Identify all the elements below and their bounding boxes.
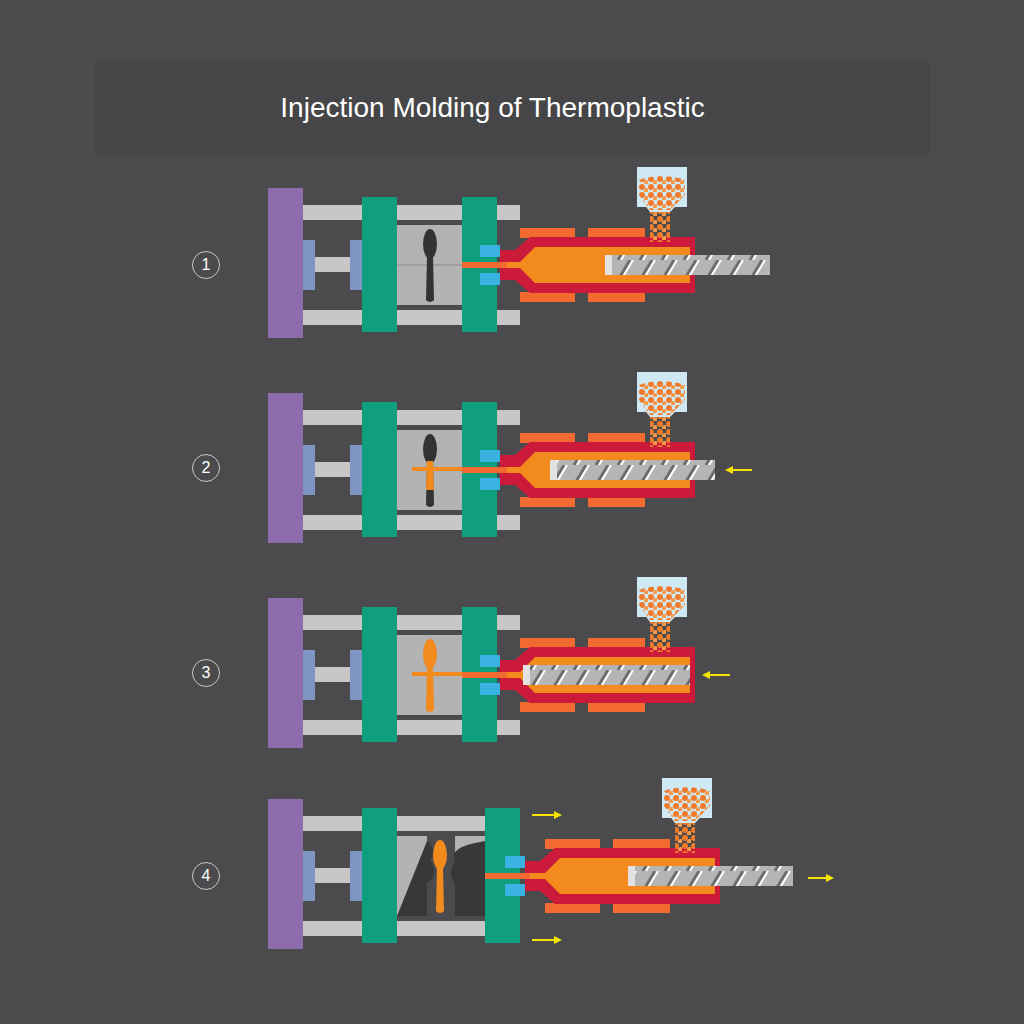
title-box: Injection Molding of Thermoplastic (95, 60, 930, 155)
callout-number: 3 (202, 664, 211, 682)
step-circle: 4 (192, 862, 220, 890)
callout-number: 4 (202, 867, 211, 885)
title: Injection Molding of Thermoplastic (280, 92, 704, 124)
step-circle: 3 (192, 659, 220, 687)
machine-step-1 (268, 167, 770, 338)
step-circle: 1 (192, 251, 220, 279)
title-band (95, 60, 930, 155)
step-circle: 2 (192, 454, 220, 482)
callout-number: 1 (202, 256, 211, 274)
callout-number: 2 (202, 459, 211, 477)
machine-step-3 (268, 577, 730, 748)
machine-step-4 (268, 778, 832, 949)
machine-step-2 (268, 372, 752, 543)
